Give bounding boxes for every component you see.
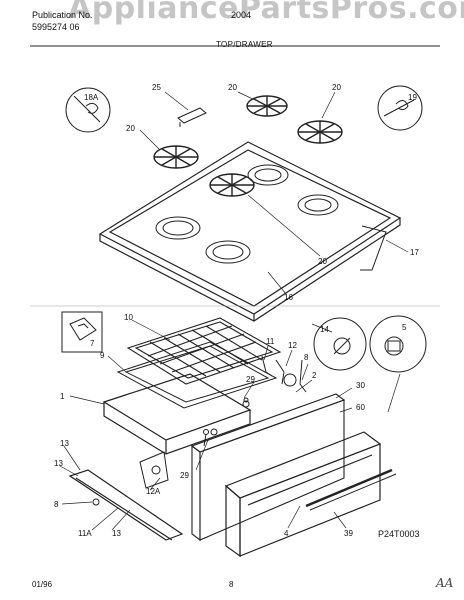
publication-label: Publication No. bbox=[32, 10, 93, 20]
callout-1: 1 bbox=[60, 392, 65, 401]
callout-13-bottom: 13 bbox=[112, 529, 121, 538]
callout-12a: 12A bbox=[146, 487, 161, 496]
detail-circle-19 bbox=[377, 85, 423, 131]
cooktop-main-top bbox=[98, 141, 402, 322]
detail-circle-18a bbox=[65, 87, 111, 133]
callout-60: 60 bbox=[356, 403, 365, 412]
callout-14: 14 bbox=[320, 325, 329, 334]
callout-20-back-right: 20 bbox=[332, 83, 341, 92]
parts-11-12-8 bbox=[210, 355, 307, 436]
callout-13-upper: 13 bbox=[60, 439, 69, 448]
part-12a-bracket bbox=[139, 451, 169, 489]
footer-initials: AA bbox=[436, 576, 454, 590]
model-number: 2004 bbox=[231, 10, 252, 20]
callout-10: 10 bbox=[124, 313, 133, 322]
callout-17: 17 bbox=[410, 248, 419, 257]
callout-12: 12 bbox=[288, 341, 297, 350]
trim-strip-39 bbox=[305, 468, 397, 511]
burner-grate-center bbox=[209, 173, 255, 197]
callout-11a: 11A bbox=[78, 529, 92, 538]
callout-29-lower: 29 bbox=[180, 471, 189, 480]
callout-30: 30 bbox=[356, 381, 365, 390]
callout-20-left: 20 bbox=[126, 124, 135, 133]
section-title: TOP/DRAWER bbox=[216, 40, 273, 49]
broiler-pan-grid bbox=[126, 317, 282, 385]
callout-8-lower: 8 bbox=[54, 500, 59, 509]
drawer-front-4 bbox=[224, 431, 382, 558]
burner-openings bbox=[155, 164, 339, 264]
callout-20-back-center: 20 bbox=[228, 83, 237, 92]
screws-29 bbox=[92, 397, 249, 506]
detail-circle-5 bbox=[369, 315, 427, 373]
callout-25: 25 bbox=[152, 83, 161, 92]
callout-18a: 18A bbox=[84, 93, 99, 102]
callout-7: 7 bbox=[90, 339, 95, 348]
leaders-bottom bbox=[59, 319, 401, 531]
publication-number: 5995274 06 bbox=[32, 22, 80, 32]
burner-grate-back-right bbox=[297, 120, 343, 144]
drawer-frame bbox=[102, 373, 252, 455]
callout-9: 9 bbox=[100, 351, 105, 360]
callout-8-upper: 8 bbox=[304, 353, 309, 362]
callout-11: 11 bbox=[266, 337, 275, 346]
burner-grate-left bbox=[153, 145, 199, 169]
callout-39: 39 bbox=[344, 529, 353, 538]
drawer-rail bbox=[68, 469, 184, 541]
broiler-pan-tray bbox=[116, 341, 278, 409]
drawing-code: P24T0003 bbox=[378, 529, 420, 539]
callout-2: 2 bbox=[312, 371, 317, 380]
detail-circle-14 bbox=[313, 317, 367, 371]
footer-date: 01/96 bbox=[32, 580, 53, 589]
drawer-panel-30 bbox=[190, 393, 346, 542]
callout-4: 4 bbox=[284, 529, 289, 538]
callout-19: 19 bbox=[408, 93, 417, 102]
leaders-top bbox=[139, 91, 409, 295]
callout-13-lower-left: 13 bbox=[54, 459, 63, 468]
callout-29-upper: 29 bbox=[246, 375, 255, 384]
part-17-rod bbox=[360, 225, 387, 271]
footer-page-number: 8 bbox=[229, 580, 234, 589]
callout-16: 16 bbox=[284, 293, 293, 302]
callout-5: 5 bbox=[402, 323, 407, 332]
part-25-bracket bbox=[177, 107, 207, 127]
callout-20-center: 20 bbox=[318, 257, 327, 266]
detail-box-7 bbox=[61, 311, 103, 353]
burner-grate-back-center bbox=[246, 95, 288, 117]
